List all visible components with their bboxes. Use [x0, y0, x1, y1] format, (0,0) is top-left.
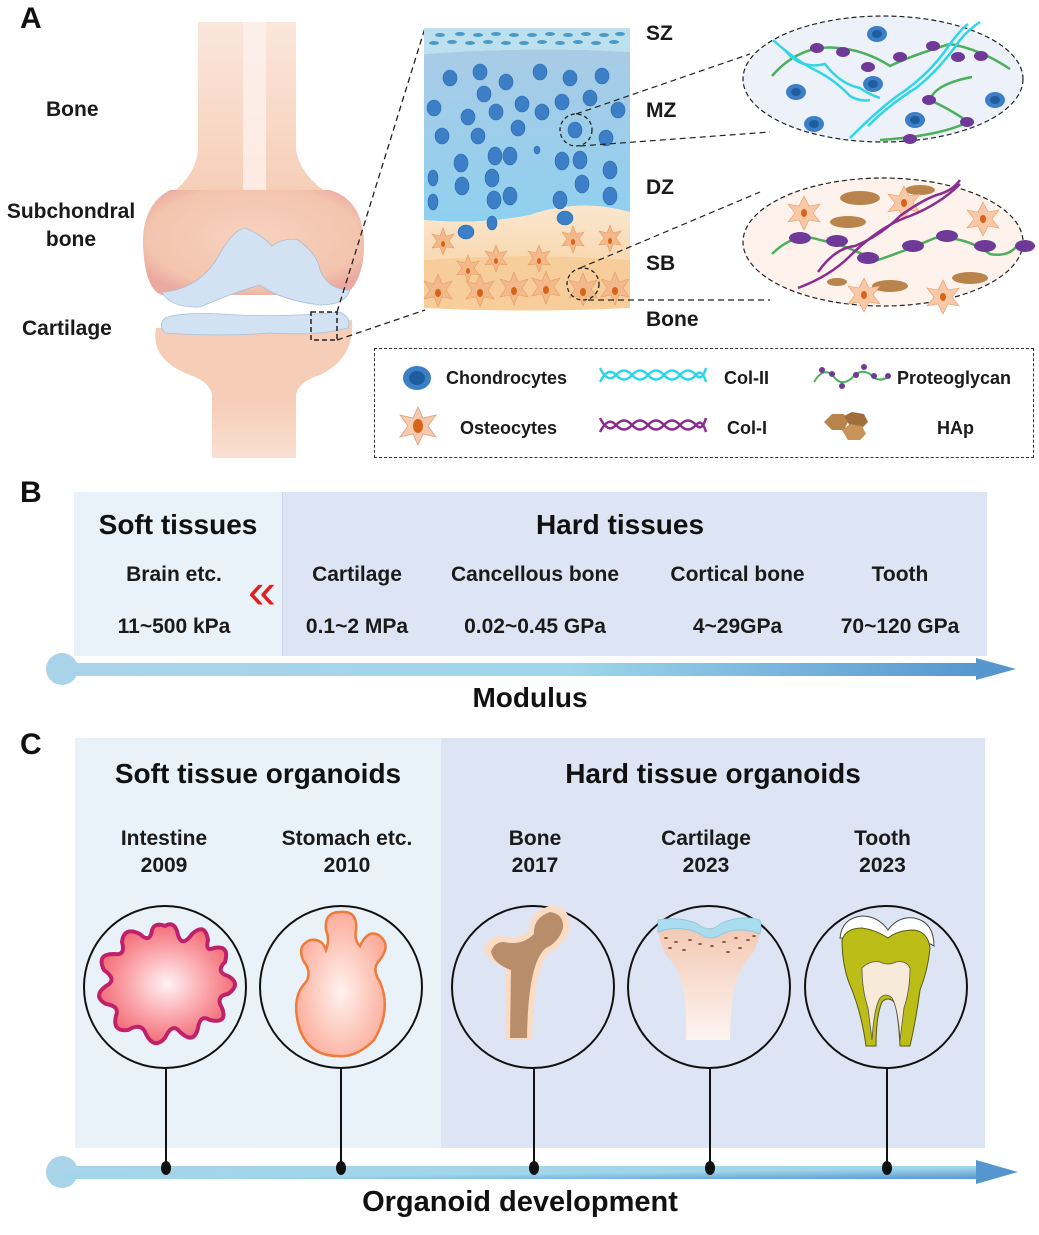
- hard-tissues-title: Hard tissues: [535, 509, 705, 540]
- tibia: [155, 320, 353, 458]
- chevron-left-icon: «: [248, 563, 276, 619]
- tissue-name-cortical-bone: Cortical bone: [670, 563, 805, 586]
- label-subchondral-bone-line1: Subchondral: [6, 200, 136, 223]
- zone-label-bone: Bone: [646, 308, 699, 331]
- organoid-year: 2010: [323, 854, 371, 877]
- soft-tissues-title: Soft tissues: [98, 509, 258, 540]
- tissue-name-cartilage: Cartilage: [312, 563, 402, 586]
- bone-matrix-magnified: [742, 177, 1035, 315]
- zone-label-dz: DZ: [646, 176, 674, 199]
- knee-joint-illustration: [142, 22, 426, 458]
- zone-label-mz: MZ: [646, 99, 677, 122]
- organoid-name: Bone: [508, 827, 562, 850]
- cartilage-organoid-icon: [627, 905, 791, 1069]
- panel-c-label: C: [20, 728, 42, 761]
- organoid-name: Tooth: [854, 827, 911, 850]
- tissue-name-cancellous-bone: Cancellous bone: [450, 563, 620, 586]
- tissue-name-tooth: Tooth: [871, 563, 929, 586]
- legend-box: [374, 348, 1034, 458]
- chondrocyte-icon: [403, 366, 431, 390]
- organoid-year: 2017: [511, 854, 559, 877]
- organoid-year: 2023: [682, 854, 730, 877]
- panel-a-label: A: [20, 2, 42, 35]
- legend-label-osteocytes: Osteocytes: [460, 418, 558, 438]
- organoid-name: Intestine: [120, 827, 208, 850]
- organoid-tooth: Tooth 2023: [815, 825, 950, 879]
- organoid-name: Stomach etc.: [281, 827, 413, 850]
- organoid-intestine: Intestine 2009: [84, 825, 244, 879]
- modulus-axis-label: Modulus: [472, 682, 588, 713]
- legend-label-chondrocytes: Chondrocytes: [446, 368, 568, 388]
- hard-tissue-organoids-title: Hard tissue organoids: [565, 758, 861, 789]
- organoid-development-axis-label: Organoid development: [362, 1186, 678, 1218]
- legend-label-col-ii: Col-II: [724, 368, 769, 388]
- osteocyte-icon: [399, 406, 437, 446]
- femoral-cartilage: [161, 227, 351, 308]
- tissue-zone-cross-section: [423, 28, 771, 311]
- proteoglycan-icon: [813, 364, 891, 389]
- organoid-stomach: Stomach etc. 2010: [262, 825, 432, 879]
- tissue-modulus-cortical-bone: 4~29GPa: [692, 615, 783, 638]
- organoid-bone: Bone 2017: [470, 825, 600, 879]
- legend-label-hap: HAp: [937, 418, 974, 438]
- legend-label-col-i: Col-I: [727, 418, 767, 438]
- intestine-organoid-icon: [83, 905, 247, 1069]
- tissue-modulus-brain: 11~500 kPa: [117, 615, 231, 638]
- timeline-nodes: [161, 1161, 892, 1175]
- col-ii-helix-icon: [598, 367, 708, 383]
- hap-crystal-icon: [824, 412, 868, 440]
- label-bone: Bone: [46, 98, 99, 121]
- tissue-modulus-tooth: 70~120 GPa: [840, 615, 960, 638]
- tooth-organoid-icon: [804, 905, 968, 1069]
- organoid-year: 2023: [859, 854, 906, 877]
- label-subchondral-bone-line2: bone: [45, 228, 97, 251]
- tissue-modulus-cancellous-bone: 0.02~0.45 GPa: [464, 615, 606, 638]
- zone-label-sz: SZ: [646, 22, 673, 45]
- stomach-organoid-icon: [259, 905, 423, 1069]
- modulus-axis-arrow: [46, 653, 1016, 685]
- panel-b-label: B: [20, 476, 42, 509]
- zone-label-sb: SB: [646, 252, 676, 275]
- tissue-modulus-cartilage: 0.1~2 MPa: [305, 615, 409, 638]
- organoid-year: 2009: [140, 854, 188, 877]
- tibial-cartilage: [161, 311, 350, 336]
- cartilage-matrix-magnified: [742, 15, 1024, 144]
- organoid-name: Cartilage: [661, 827, 751, 850]
- bone-organoid-icon: [451, 905, 615, 1069]
- chondrocyte-cells: [426, 63, 626, 240]
- label-cartilage: Cartilage: [22, 317, 112, 340]
- soft-tissues-region: [74, 492, 282, 656]
- organoid-development-axis-arrow: [46, 1156, 1018, 1188]
- organoid-cartilage: Cartilage 2023: [636, 825, 776, 879]
- legend-label-proteoglycan: Proteoglycan: [897, 368, 1012, 388]
- organoid-timeline-graphics: [46, 905, 1018, 1188]
- hard-tissues-region: [282, 492, 987, 656]
- soft-tissue-organoids-title: Soft tissue organoids: [114, 758, 402, 789]
- col-i-helix-icon: [598, 417, 708, 433]
- superficial-zone-cells: [429, 32, 625, 45]
- tissue-name-brain: Brain etc.: [126, 563, 222, 586]
